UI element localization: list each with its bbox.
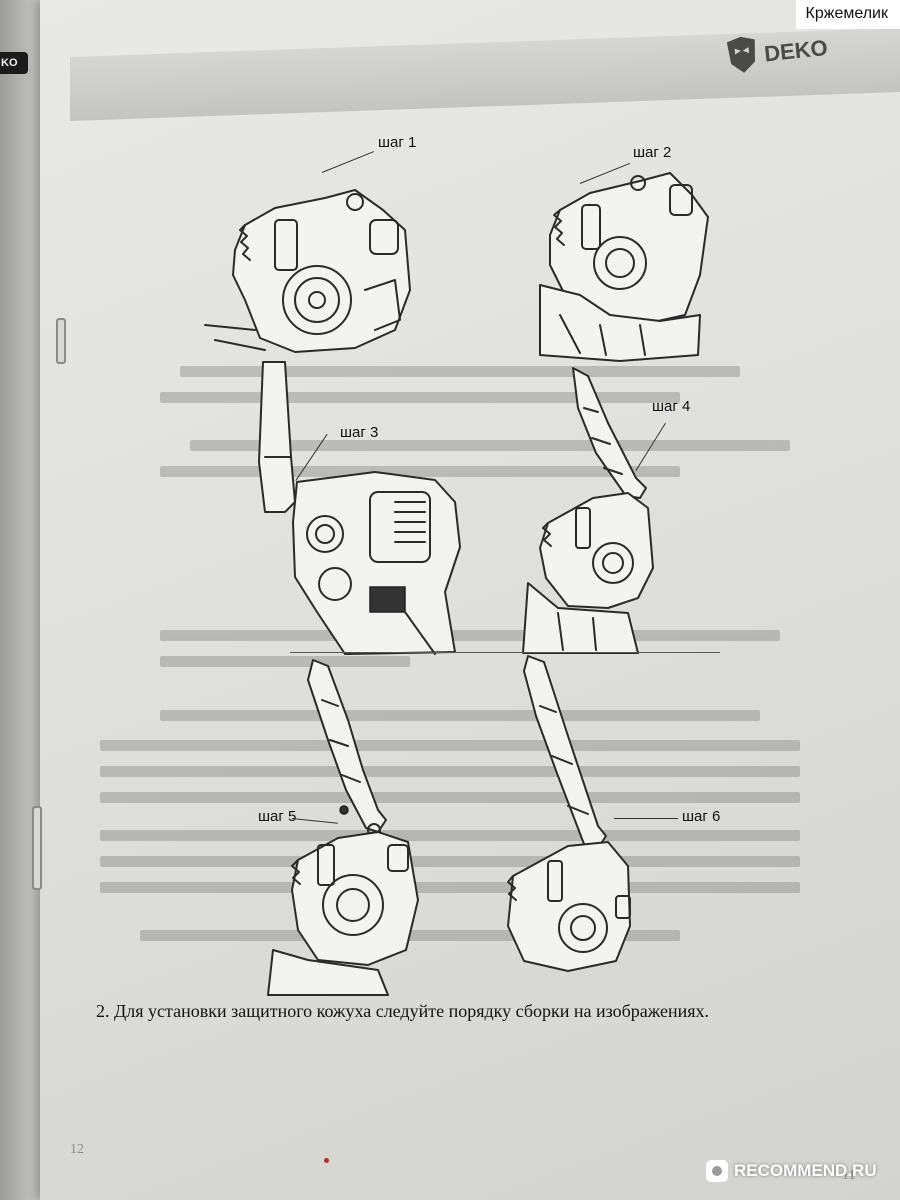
step-6-leader xyxy=(614,818,678,820)
staple-bottom xyxy=(32,806,42,890)
recommend-logo-icon xyxy=(706,1160,728,1182)
page-number-left: 12 xyxy=(70,1142,84,1157)
step-5-label: шаг 5 xyxy=(258,808,297,825)
instruction-caption: 2. Для установки защитного кожуха следуй… xyxy=(96,1001,710,1021)
horizontal-rule xyxy=(290,652,720,653)
figure-step-6 xyxy=(488,655,648,996)
page-number-right: 11 xyxy=(842,1168,856,1183)
mask-logo-icon xyxy=(726,36,756,73)
figure-step-3 xyxy=(255,361,465,657)
step-4-label: шаг 4 xyxy=(652,398,691,415)
manual-page xyxy=(40,0,900,1200)
watermark-bottom: RECOMMEND.RU xyxy=(706,1158,892,1184)
brand-logo-text: DEKO xyxy=(763,35,829,67)
step-6-label: шаг 6 xyxy=(682,808,721,825)
watermark-bottom-text: RECOMMEND.RU xyxy=(734,1161,877,1180)
watermark-top: Кржемелик xyxy=(795,0,900,29)
figure-step-2 xyxy=(520,165,720,365)
left-page-logo: KO xyxy=(0,52,28,74)
brand-logo: DEKO xyxy=(726,35,829,73)
step-1-label: шаг 1 xyxy=(378,134,417,151)
step-2-label: шаг 2 xyxy=(633,144,672,161)
figure-step-1 xyxy=(204,180,420,355)
figure-step-4 xyxy=(518,367,668,654)
bleed-through-text xyxy=(100,330,860,970)
red-dot-mark xyxy=(324,1158,329,1163)
step-3-label: шаг 3 xyxy=(340,424,379,441)
figure-step-5 xyxy=(267,659,478,996)
staple-top xyxy=(56,318,66,364)
